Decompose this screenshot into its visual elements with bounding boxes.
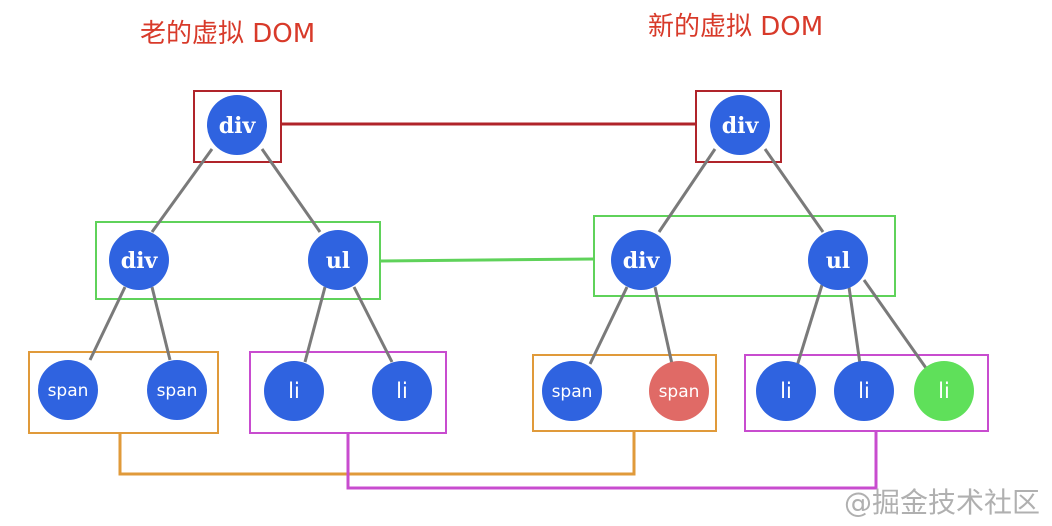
tree-node: li (834, 361, 894, 421)
node-label: li (858, 379, 870, 403)
node-circle (914, 361, 974, 421)
tree-node: ul (308, 230, 368, 290)
node-circle (207, 95, 267, 155)
new-root-box (695, 90, 782, 163)
tree-edge (653, 286, 674, 365)
tree-edge (150, 286, 172, 361)
tree-edge (795, 284, 824, 367)
node-circle (147, 360, 207, 420)
node-circle (808, 230, 868, 290)
tree-edge (260, 148, 322, 233)
node-circle (611, 230, 671, 290)
old-level3-right-box (249, 351, 447, 434)
node-label: li (780, 379, 792, 403)
node-label: ul (326, 248, 350, 274)
old-tree: div div ul span span li (38, 95, 432, 421)
level-connectors (118, 122, 878, 490)
node-label: div (121, 248, 159, 274)
node-label: span (659, 382, 700, 402)
tree-edge (352, 286, 394, 363)
tree-node: li (372, 361, 432, 421)
tree-node-changed: span (649, 361, 709, 421)
old-vdom-title: 老的虚拟 DOM (140, 19, 315, 49)
node-circle (264, 361, 324, 421)
node-label: li (396, 379, 408, 403)
level3-left-connector (118, 431, 636, 476)
tree-node: li (756, 361, 816, 421)
node-circle (308, 230, 368, 290)
tree-edge (88, 286, 127, 361)
tree-node: div (611, 230, 671, 290)
tree-node: span (542, 361, 602, 421)
tree-edge (150, 148, 214, 233)
node-label: div (219, 113, 257, 139)
node-label: span (157, 381, 198, 401)
new-level3-right-box (744, 354, 989, 432)
tree-node: div (207, 95, 267, 155)
node-circle (38, 360, 98, 420)
tree-node: span (147, 360, 207, 420)
level3-right-connector (346, 431, 878, 490)
node-label: div (722, 113, 760, 139)
watermark: @掘金技术社区 (844, 486, 1040, 519)
tree-edges (88, 148, 928, 369)
tree-node: span (38, 360, 98, 420)
tree-node: div (710, 95, 770, 155)
new-tree: div div ul span span li (542, 95, 974, 421)
tree-edge (588, 286, 629, 365)
node-circle (542, 361, 602, 421)
tree-node: li (264, 361, 324, 421)
node-circle (109, 230, 169, 290)
node-circle (756, 361, 816, 421)
new-level3-left-box (532, 354, 717, 432)
node-circle (649, 361, 709, 421)
tree-node: div (109, 230, 169, 290)
node-label: ul (826, 248, 850, 274)
node-label: span (48, 381, 89, 401)
tree-edge (657, 148, 717, 233)
tree-edge (847, 286, 862, 365)
node-label: li (288, 379, 300, 403)
tree-edge (763, 148, 825, 233)
tree-edge (862, 279, 928, 369)
level2-connector (379, 257, 595, 263)
node-circle (834, 361, 894, 421)
node-label: div (623, 248, 661, 274)
old-level3-left-box (28, 351, 219, 434)
node-circle (710, 95, 770, 155)
tree-node-added: li (914, 361, 974, 421)
node-label: li (938, 379, 950, 403)
node-label: span (552, 382, 593, 402)
old-level2-box (95, 221, 381, 300)
old-root-box (193, 90, 282, 163)
new-vdom-title: 新的虚拟 DOM (648, 12, 823, 42)
new-level2-box (593, 215, 896, 297)
tree-edge (303, 286, 327, 363)
node-circle (372, 361, 432, 421)
tree-node: ul (808, 230, 868, 290)
group-boxes (28, 90, 989, 434)
